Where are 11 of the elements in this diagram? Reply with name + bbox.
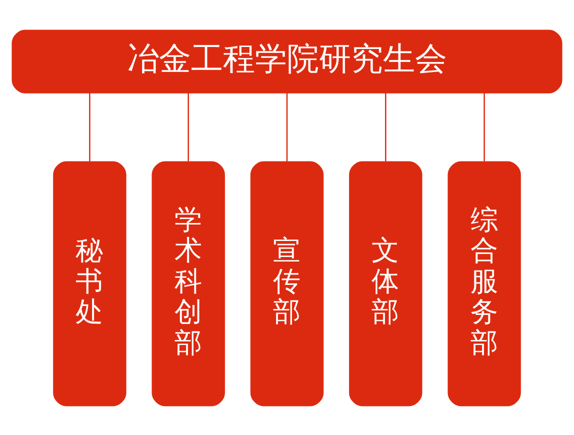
node-box: 学术科创部 xyxy=(152,160,225,406)
connector xyxy=(385,92,386,161)
node-box: 综合服务部 xyxy=(448,160,521,406)
connector xyxy=(89,92,90,161)
node-box: 冶金工程学院研究生会 xyxy=(12,29,562,93)
node-box: 宣传部 xyxy=(250,160,324,406)
connector xyxy=(484,92,485,161)
connector xyxy=(188,92,189,161)
node-box: 秘书处 xyxy=(53,160,126,406)
connector xyxy=(286,92,288,161)
node-box: 文体部 xyxy=(349,160,422,406)
